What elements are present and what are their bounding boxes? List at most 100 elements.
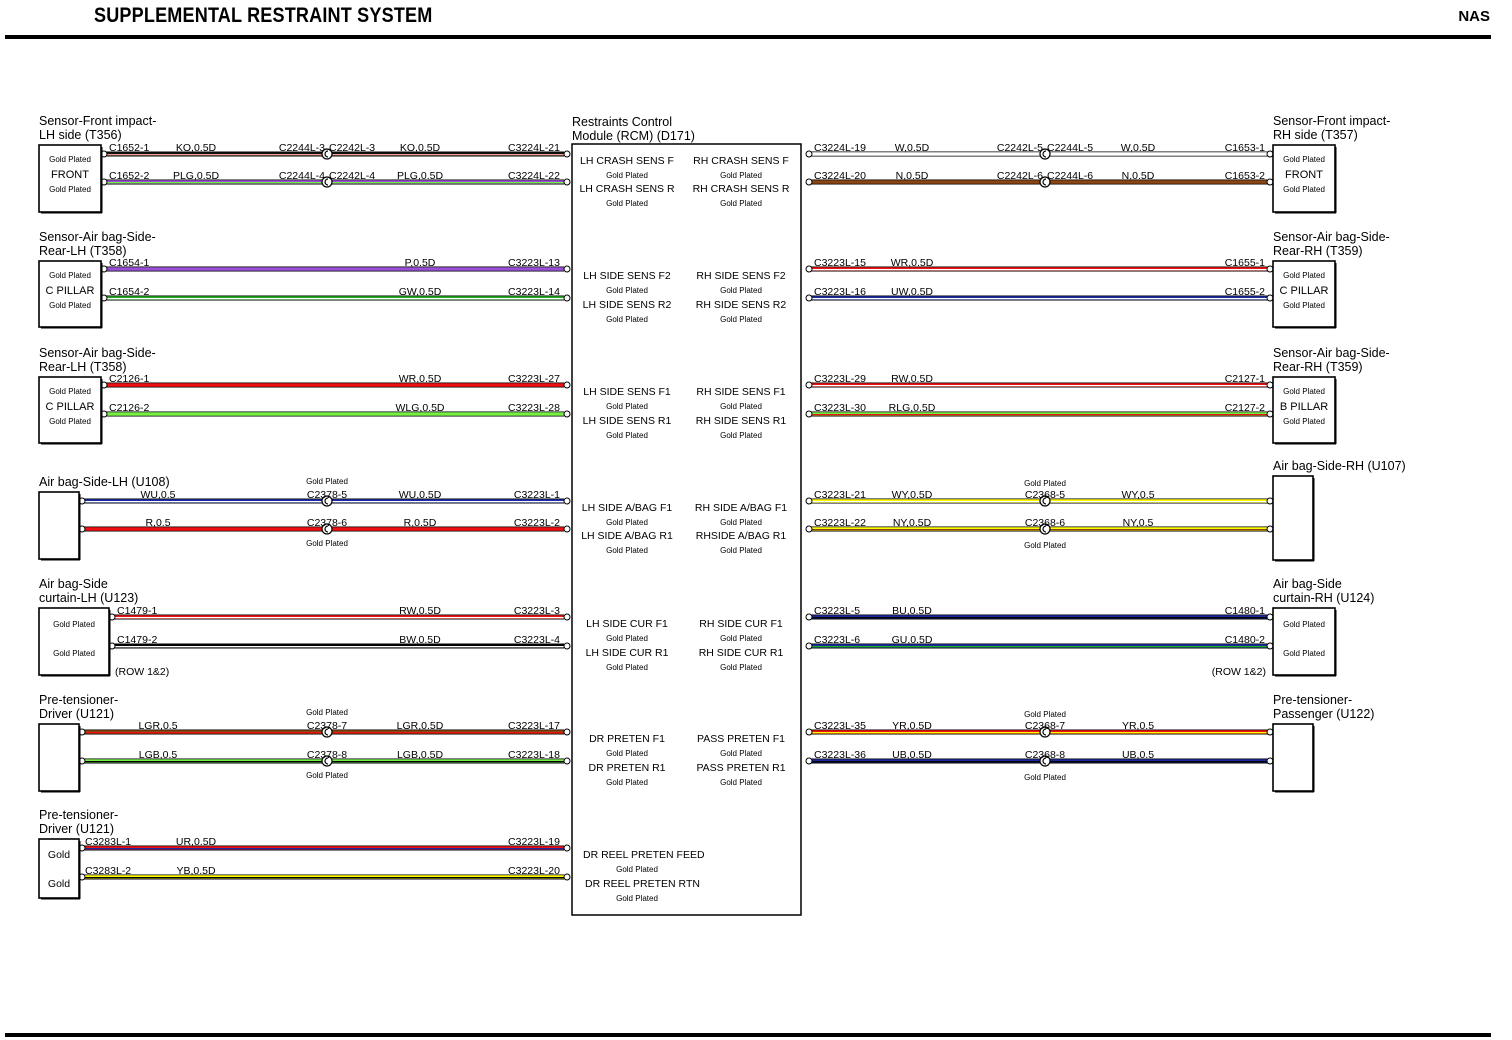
component-plated-note: Gold Plated [1283, 649, 1325, 658]
wire-end-right-comp-3 [1266, 265, 1274, 273]
component-plated-note: Gold Plated [1283, 155, 1325, 164]
component-title: Pre-tensioner- [1273, 693, 1352, 707]
rcm-pin-label: C3223L-22 [814, 517, 866, 529]
wire-label: NY,0.5D [893, 517, 932, 529]
rcm-pin-label: C3223L-35 [814, 720, 866, 732]
wire-end-right-rcm-1 [805, 150, 813, 158]
wire-end-left-rcm-9 [563, 613, 571, 621]
inline-connector-label: C2242L-4 [329, 170, 375, 182]
inline-connector [1039, 176, 1051, 188]
wire-label: WLG,0.5D [395, 402, 444, 414]
wire-end-right-rcm-6 [805, 410, 813, 418]
wire-end-right-comp-10 [1266, 642, 1274, 650]
component-title: Passenger (U122) [1273, 707, 1374, 721]
component-title: Rear-LH (T358) [39, 244, 127, 258]
right-component-4: Air bag-Side-RH (U107) [1272, 459, 1406, 562]
component-note: (ROW 1&2) [115, 666, 169, 678]
wire-right-10 [808, 643, 1273, 649]
rcm-pin-label: C3223L-2 [514, 517, 560, 529]
component-plated-note: Gold Plated [1283, 271, 1325, 280]
wire-label: UW,0.5D [891, 286, 933, 298]
rcm-pin-plated: Gold Plated [616, 894, 658, 903]
component-box [1272, 260, 1336, 328]
rcm-pin-plated: Gold Plated [720, 749, 762, 758]
wire-label: YR,0.5 [1122, 720, 1154, 732]
component-title: Sensor-Air bag-Side- [39, 346, 156, 360]
right-component-6: Pre-tensioner-Passenger (U122) [1272, 693, 1374, 793]
rcm-pin-left: LH SIDE SENS R2 [583, 299, 672, 311]
rcm-pin-left: LH CRASH SENS F [580, 155, 674, 167]
right-component-1: Sensor-Front impact-RH side (T357)Gold P… [1272, 114, 1390, 214]
gold-plated-note: Gold Plated [306, 708, 348, 717]
rcm-pin-plated: Gold Plated [606, 749, 648, 758]
inline-connector-label: C2244L-6 [1047, 170, 1093, 182]
left-component-2: Sensor-Air bag-Side-Rear-LH (T358)Gold P… [38, 230, 156, 329]
inline-connector [321, 176, 333, 188]
rcm-pin-right: RH SIDE A/BAG F1 [695, 502, 787, 514]
comp-pin-label: C1653-2 [1225, 170, 1265, 182]
wire-label: BU,0.5D [892, 605, 932, 617]
component-title: Rear-RH (T359) [1273, 360, 1363, 374]
wire-label: WU,0.5 [140, 489, 175, 501]
wire-label: UB,0.5 [1122, 749, 1154, 761]
rcm-pin-plated: Gold Plated [720, 778, 762, 787]
wire-label: PLG,0.5D [397, 170, 444, 182]
wire-end-right-rcm-8 [805, 525, 813, 533]
component-box [38, 723, 80, 792]
wire-label: LGR,0.5 [138, 720, 177, 732]
wire-label: RLG,0.5D [889, 402, 936, 414]
inline-connector-label: C2368-6 [1025, 517, 1065, 529]
component-location: B PILLAR [1280, 401, 1328, 413]
rcm-pin-plated: Gold Plated [606, 663, 648, 672]
rcm-pin-label: C3223L-5 [814, 605, 860, 617]
wire-left-13 [79, 845, 564, 851]
inline-connector [321, 495, 333, 507]
inline-connector-label: C2244L-4 [279, 170, 325, 182]
inline-connector-label: C2368-8 [1025, 749, 1065, 761]
wire-right-4 [808, 295, 1273, 301]
wire-label: LGR,0.5D [397, 720, 444, 732]
wire-end-right-comp-2 [1266, 178, 1274, 186]
comp-pin-label: C1652-2 [109, 170, 149, 182]
wire-end-right-rcm-9 [805, 613, 813, 621]
wire-label: GU,0.5D [892, 634, 933, 646]
inline-connector-label: C2378-5 [307, 489, 347, 501]
wire-end-right-rcm-5 [805, 381, 813, 389]
rcm-pin-right: RHSIDE A/BAG R1 [696, 530, 787, 542]
wire-label: YB,0.5D [176, 865, 216, 877]
component-box [38, 491, 80, 560]
comp-pin-label: C1480-1 [1225, 605, 1265, 617]
component-plated-note: Gold Plated [1283, 387, 1325, 396]
component-title: Sensor-Air bag-Side- [1273, 230, 1390, 244]
wire-right-9 [808, 614, 1273, 620]
comp-pin-label: C1655-1 [1225, 257, 1265, 269]
wire-label: GW,0.5D [399, 286, 442, 298]
rcm-pin-left: LH SIDE CUR F1 [586, 618, 668, 630]
component-plated-note: Gold Plated [53, 620, 95, 629]
component-plated-note: Gold Plated [53, 649, 95, 658]
wire-left-10 [109, 643, 564, 649]
wire-left-14 [79, 874, 564, 880]
wire-end-right-comp-4 [1266, 294, 1274, 302]
rcm-pin-left: DR REEL PRETEN RTN [585, 878, 700, 890]
wire-end-left-rcm-10 [563, 642, 571, 650]
wire-end-right-comp-7 [1266, 497, 1274, 505]
component-location: C PILLAR [46, 285, 95, 297]
components: Sensor-Front impact-LH side (T356)Gold P… [38, 114, 1406, 900]
component-title: LH side (T356) [39, 128, 122, 142]
rcm-pin-plated: Gold Plated [606, 546, 648, 555]
comp-pin-label: C1479-1 [117, 605, 157, 617]
wire-label: KO,0.5D [176, 142, 217, 154]
rcm-pin-label: C3223L-16 [814, 286, 866, 298]
left-component-6: Pre-tensioner-Driver (U121) [38, 693, 118, 793]
rcm-pin-right: RH SIDE CUR R1 [699, 647, 784, 659]
rcm-module-title-1: Restraints Control [572, 115, 672, 129]
gold-plated-note: Gold Plated [306, 477, 348, 486]
comp-pin-label: C3283L-1 [85, 836, 131, 848]
component-title: Pre-tensioner- [39, 808, 118, 822]
component-title: curtain-LH (U123) [39, 591, 138, 605]
wire-end-left-rcm-2 [563, 178, 571, 186]
rcm-pin-plated: Gold Plated [606, 315, 648, 324]
wire-label: R,0.5 [145, 517, 170, 529]
